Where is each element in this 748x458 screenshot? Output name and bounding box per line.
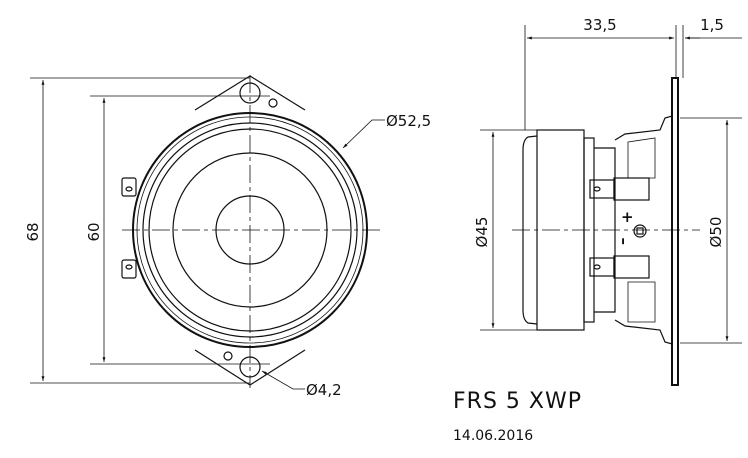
side-view: + – Ø45 Ø50 33,5 1,5 bbox=[473, 16, 742, 386]
terminal-top bbox=[121, 177, 137, 197]
dim-label-45: Ø45 bbox=[473, 217, 491, 248]
side-terminal-plus bbox=[589, 177, 650, 201]
side-terminal-minus bbox=[589, 255, 650, 279]
vent-icon bbox=[633, 224, 647, 238]
minus-sign: – bbox=[613, 238, 631, 246]
dim-label-1-5: 1,5 bbox=[700, 16, 724, 34]
terminal-bottom bbox=[121, 259, 137, 279]
small-hole bbox=[223, 351, 233, 361]
dim-label-52-5: Ø52,5 bbox=[386, 112, 431, 130]
front-view: 68 60 Ø52,5 Ø4,2 bbox=[24, 75, 431, 399]
dim-label-4-2: Ø4,2 bbox=[306, 381, 342, 399]
dim-label-60: 60 bbox=[85, 222, 103, 241]
plus-sign: + bbox=[621, 208, 634, 226]
dim-label-33-5: 33,5 bbox=[583, 16, 616, 34]
dim-label-68: 68 bbox=[24, 222, 42, 241]
vent-inner bbox=[636, 227, 644, 235]
basket-windows bbox=[627, 137, 656, 323]
flange-plate bbox=[671, 77, 679, 386]
dim-label-50: Ø50 bbox=[707, 217, 725, 248]
mounting-flange bbox=[194, 75, 306, 386]
drawing-date: 14.06.2016 bbox=[453, 428, 533, 444]
small-hole bbox=[268, 98, 278, 108]
model-title: FRS 5 XWP bbox=[453, 389, 582, 414]
leader-4-2 bbox=[261, 370, 305, 390]
leader-52-5 bbox=[342, 119, 385, 149]
